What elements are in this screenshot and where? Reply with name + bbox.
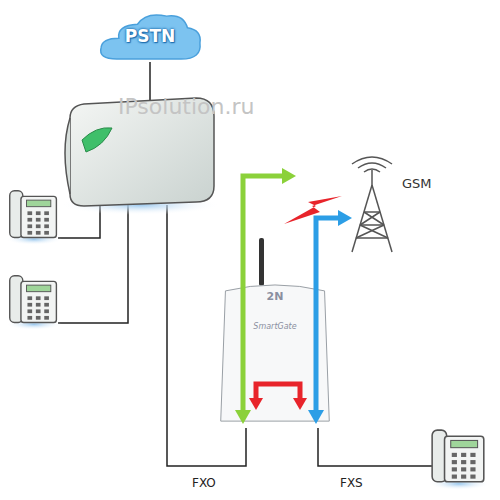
network-cloud: PSTN xyxy=(98,8,202,66)
node-text: SmartGate xyxy=(216,322,334,331)
port-name: FXO xyxy=(192,476,216,490)
green-arrow xyxy=(235,168,296,424)
node-text: 2N xyxy=(216,290,334,303)
gateway-shape xyxy=(216,282,334,430)
watermark: IPsolution.ru xyxy=(118,94,254,119)
antenna xyxy=(259,238,264,286)
wire xyxy=(58,62,432,466)
radio-bolt xyxy=(284,196,342,224)
gsm-tower xyxy=(352,157,392,252)
telephone xyxy=(6,276,62,330)
port-name: FXS xyxy=(340,476,363,490)
network-name: GSM xyxy=(402,176,432,191)
telephone xyxy=(428,430,490,490)
red-arrow xyxy=(249,384,307,410)
gsm-gateway: 2N SmartGate xyxy=(216,282,334,430)
node-text: PSTN xyxy=(98,26,202,46)
telephone xyxy=(6,191,62,245)
blue-arrow xyxy=(308,210,352,424)
